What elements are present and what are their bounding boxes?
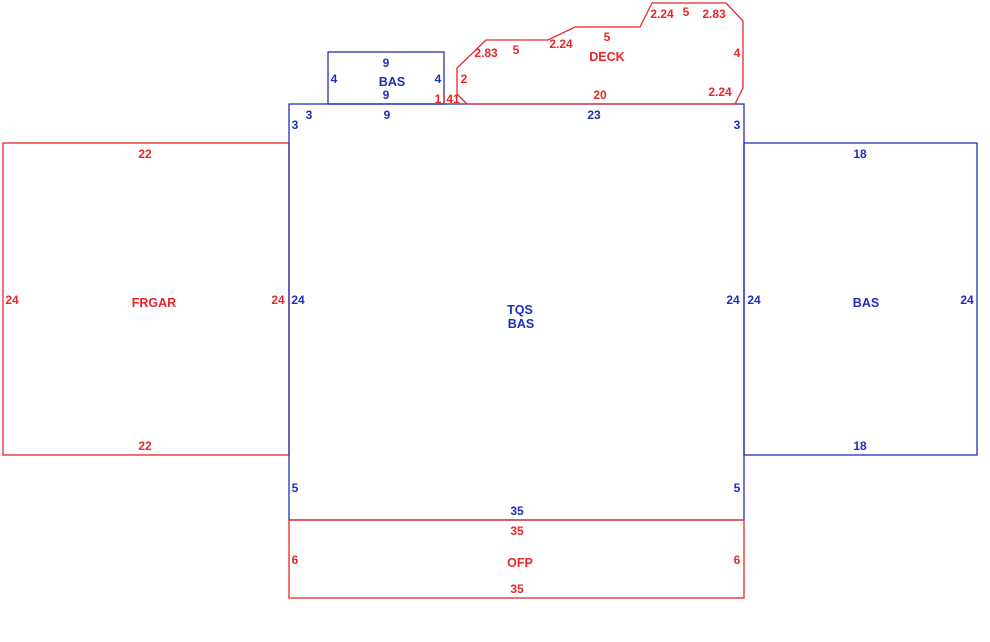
right-bas-right-dim: 24: [960, 293, 974, 307]
ofp-name: OFP: [507, 556, 533, 570]
frgar-name: FRGAR: [132, 296, 176, 310]
small-bas-name: BAS: [379, 75, 405, 89]
ofp-right-dim: 6: [734, 553, 741, 567]
main-right-5: 5: [734, 481, 741, 495]
deck-dim-5-top: 5: [604, 30, 611, 44]
deck-dim-2-left: 2: [461, 72, 468, 86]
deck-outline: [456, 2, 744, 105]
deck-dim-4-right: 4: [734, 46, 741, 60]
main-top-9: 9: [384, 108, 391, 122]
small-bas-right-dim: 4: [435, 72, 442, 86]
frgar-top-dim: 22: [138, 147, 152, 161]
main-right-24: 24: [726, 293, 740, 307]
main-top-right-3: 3: [734, 118, 741, 132]
ofp-outline: [288, 519, 745, 599]
right-bas-name: BAS: [853, 296, 879, 310]
main-name-line2: BAS: [508, 317, 534, 331]
ofp-top-dim: 35: [510, 524, 524, 538]
right-bas-left-dim: 24: [747, 293, 761, 307]
ofp-left-dim: 6: [292, 553, 299, 567]
right-bas-top-dim: 18: [853, 147, 867, 161]
small-bas-top-dim: 9: [383, 56, 390, 70]
small-bas-outline: [327, 51, 445, 105]
main-left-5: 5: [292, 481, 299, 495]
deck-dim-5-upper: 5: [683, 5, 690, 19]
deck-dim-2-83-left: 2.83: [474, 46, 498, 60]
small-bas-left-dim: 4: [331, 72, 338, 86]
main-top-left-3: 3: [292, 118, 299, 132]
deck-dim-20: 20: [593, 88, 607, 102]
deck-dim-41: 41: [446, 92, 460, 106]
frgar-bottom-dim: 22: [138, 439, 152, 453]
main-top-23: 23: [587, 108, 601, 122]
deck-dim-2-24-bottom-right: 2.24: [708, 85, 732, 99]
main-top-left-3b: 3: [306, 108, 313, 122]
small-bas-bottom-dim: 9: [383, 88, 390, 102]
deck-dim-2-83-right: 2.83: [702, 7, 726, 21]
ofp-bottom-dim: 35: [510, 582, 524, 596]
right-bas-bottom-dim: 18: [853, 439, 867, 453]
main-name-line1: TQS: [507, 303, 533, 317]
deck-dim-2-24-mid: 2.24: [549, 37, 573, 51]
main-left-24: 24: [291, 293, 305, 307]
deck-dim-1: 1: [435, 92, 442, 106]
frgar-left-dim: 24: [5, 293, 19, 307]
right-bas-outline: [743, 142, 978, 456]
frgar-right-dim: 24: [271, 293, 285, 307]
deck-dim-5-left: 5: [513, 43, 520, 57]
main-bottom-35: 35: [510, 504, 524, 518]
deck-name: DECK: [589, 50, 624, 64]
deck-dim-2-24-top: 2.24: [650, 7, 674, 21]
